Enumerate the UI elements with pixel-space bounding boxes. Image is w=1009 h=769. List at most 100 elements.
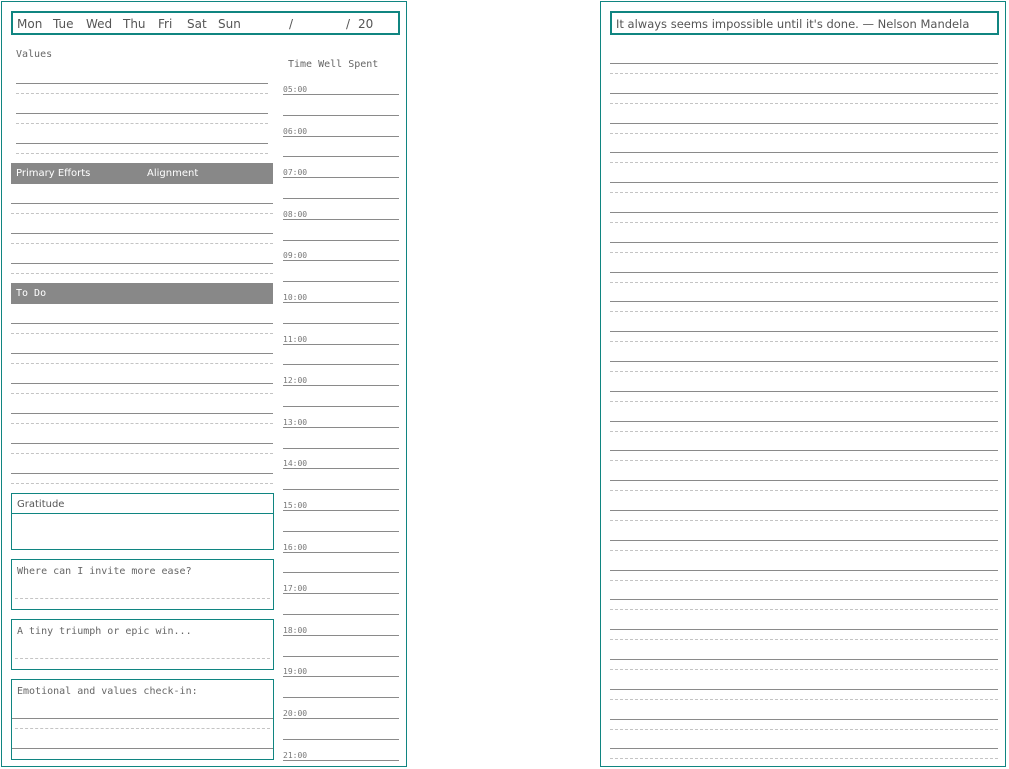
day-tue[interactable]: Tue <box>53 17 74 31</box>
hour-line <box>283 135 399 137</box>
dotted-line <box>610 609 998 611</box>
notes-line <box>610 152 998 154</box>
notes-line <box>610 241 998 243</box>
half-hour-line <box>283 447 399 449</box>
day-sat[interactable]: Sat <box>187 17 207 31</box>
dotted-line <box>16 153 268 154</box>
year-prefix: 20 <box>358 17 374 31</box>
ease-box[interactable]: Where can I invite more ease? <box>11 559 274 610</box>
dotted-line <box>11 333 273 334</box>
notes-line <box>610 420 998 422</box>
time-well-spent-label: Time Well Spent <box>288 59 379 70</box>
dotted-line <box>11 483 273 484</box>
dotted-line <box>610 251 998 253</box>
notes-line <box>610 182 998 184</box>
time-label: 15:00 <box>283 501 308 510</box>
hour-line <box>283 468 399 470</box>
dotted-line <box>610 549 998 551</box>
hour-line <box>283 218 399 220</box>
dotted-line <box>610 102 998 104</box>
todo-label: To Do <box>16 288 47 299</box>
date-separator: / <box>289 17 294 31</box>
dotted-line <box>11 243 273 244</box>
triumph-prompt: A tiny triumph or epic win... <box>17 626 192 637</box>
time-label: 14:00 <box>283 459 308 469</box>
todo-line <box>11 443 273 444</box>
hour-line <box>283 759 399 761</box>
hour-line <box>283 634 399 636</box>
day-fri[interactable]: Fri <box>158 17 173 31</box>
ease-prompt: Where can I invite more ease? <box>17 566 192 577</box>
hour-line <box>283 94 399 95</box>
dotted-line <box>15 658 270 659</box>
hour-line <box>283 510 399 511</box>
notes-line <box>610 361 998 362</box>
triumph-box[interactable]: A tiny triumph or epic win... <box>11 619 274 670</box>
dotted-line <box>610 162 998 164</box>
notes-line <box>610 331 998 333</box>
half-hour-line <box>283 156 399 158</box>
gratitude-divider <box>12 513 273 514</box>
half-hour-line <box>283 281 399 283</box>
todo-line <box>11 323 273 324</box>
day-thu[interactable]: Thu <box>123 17 146 31</box>
time-label: 07:00 <box>283 168 308 178</box>
dotted-line <box>610 669 998 670</box>
hour-line <box>283 551 399 553</box>
dotted-line <box>610 579 998 581</box>
dotted-line <box>610 73 998 74</box>
dotted-line <box>610 222 998 223</box>
dotted-line <box>610 430 998 432</box>
half-hour-line <box>283 530 399 532</box>
time-label: 19:00 <box>283 667 308 677</box>
quote-box: It always seems impossible until it's do… <box>610 11 999 35</box>
values-line <box>16 113 268 114</box>
notes-line <box>610 390 998 392</box>
todo-line <box>11 413 273 414</box>
dotted-line <box>610 281 998 283</box>
daily-planner-page: Mon Tue Wed Thu Fri Sat Sun / / 20 Value… <box>1 1 407 767</box>
todo-header: To Do <box>11 283 273 304</box>
day-wed[interactable]: Wed <box>86 17 113 31</box>
half-hour-line <box>283 364 399 366</box>
half-hour-line <box>283 114 399 116</box>
dotted-line <box>16 123 268 124</box>
time-label: 18:00 <box>283 625 308 635</box>
half-hour-line <box>283 489 399 491</box>
writing-line <box>12 718 273 719</box>
dotted-line <box>610 192 998 194</box>
half-hour-line <box>283 655 399 657</box>
notes-line <box>610 301 998 303</box>
dotted-line <box>11 213 273 214</box>
dotted-line <box>610 371 998 372</box>
day-mon[interactable]: Mon <box>17 17 43 31</box>
dotted-line <box>610 728 998 730</box>
dotted-line <box>610 698 998 700</box>
hour-line <box>283 426 399 428</box>
notes-line <box>610 629 998 631</box>
half-hour-line <box>283 239 399 241</box>
half-hour-line <box>283 406 399 407</box>
day-sun[interactable]: Sun <box>218 17 241 31</box>
dotted-line <box>11 423 273 424</box>
dotted-line <box>11 453 273 454</box>
half-hour-line <box>283 614 399 615</box>
dotted-line <box>610 341 998 343</box>
dotted-line <box>610 758 998 760</box>
primary-effort-line <box>11 263 273 264</box>
primary-efforts-header: Primary Efforts Alignment <box>11 163 273 184</box>
notes-line <box>610 539 998 541</box>
dotted-line <box>15 598 270 599</box>
time-label: 05:00 <box>283 85 308 94</box>
writing-line <box>12 748 273 749</box>
values-line <box>16 83 268 84</box>
notes-line <box>610 212 998 213</box>
checkin-box[interactable]: Emotional and values check-in: <box>11 679 274 760</box>
notes-line <box>610 480 998 482</box>
half-hour-line <box>283 198 399 199</box>
primary-effort-line <box>11 203 273 204</box>
notes-line <box>610 271 998 273</box>
notes-line <box>610 569 998 571</box>
notes-line <box>610 718 998 720</box>
gratitude-box[interactable]: Gratitude <box>11 493 274 550</box>
